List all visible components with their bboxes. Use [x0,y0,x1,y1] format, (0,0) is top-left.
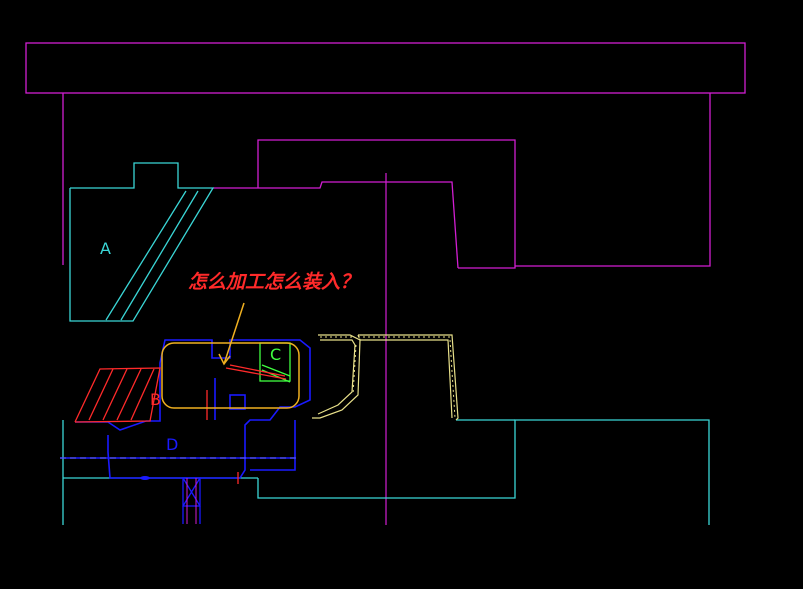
product-hatch [320,336,456,419]
label-a: A [100,239,111,258]
slider-a [69,162,215,322]
annotation-arrow [218,302,245,366]
label-d: D [166,435,178,454]
product-profile [312,334,459,421]
ejector-pin-outline [186,478,197,524]
annotation-question: 怎么加工怎么装入？ [188,271,359,293]
wedge-b [74,367,208,423]
upper-mold-plate [62,93,711,269]
label-c: C [270,345,281,364]
top-clamp-plate [25,42,746,94]
blue-dot [140,476,150,480]
insert-c [225,342,291,383]
cavity-parting-line [213,181,459,269]
ejector-pin [182,477,201,524]
label-b: B [150,390,161,409]
